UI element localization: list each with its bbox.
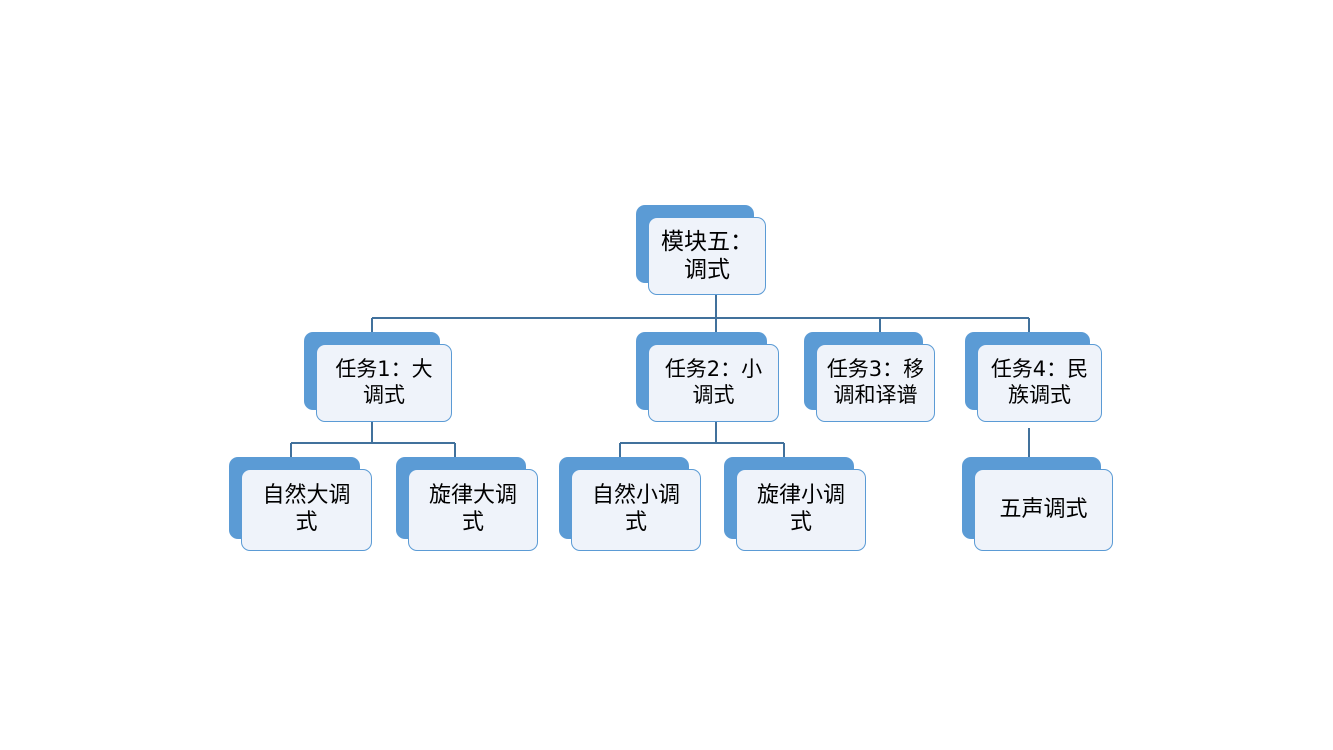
node-task4[interactable]: 任务4：民 族调式 xyxy=(965,332,1102,422)
node-leaf-natural-major[interactable]: 自然大调 式 xyxy=(229,457,372,551)
node-label: 任务3：移 调和译谱 xyxy=(826,357,925,407)
node-task2[interactable]: 任务2：小 调式 xyxy=(636,332,779,422)
node-card[interactable]: 旋律小调 式 xyxy=(736,469,866,551)
node-card[interactable]: 自然小调 式 xyxy=(571,469,701,551)
node-label: 模块五： 调式 xyxy=(661,228,753,283)
node-label: 自然小调 式 xyxy=(591,483,680,535)
node-card[interactable]: 任务2：小 调式 xyxy=(648,344,779,422)
node-leaf-natural-minor[interactable]: 自然小调 式 xyxy=(559,457,701,551)
node-card[interactable]: 模块五： 调式 xyxy=(648,217,766,295)
node-card[interactable]: 自然大调 式 xyxy=(241,469,372,551)
node-card[interactable]: 任务3：移 调和译谱 xyxy=(816,344,935,422)
node-card[interactable]: 任务4：民 族调式 xyxy=(977,344,1102,422)
node-label: 任务2：小 调式 xyxy=(664,357,763,407)
node-leaf-melodic-major[interactable]: 旋律大调 式 xyxy=(396,457,538,551)
node-label: 五声调式 xyxy=(999,496,1088,522)
node-label: 自然大调 式 xyxy=(262,483,351,535)
node-label: 任务4：民 族调式 xyxy=(990,357,1089,407)
node-card[interactable]: 旋律大调 式 xyxy=(408,469,538,551)
node-task1[interactable]: 任务1：大 调式 xyxy=(304,332,452,422)
node-label: 旋律大调 式 xyxy=(428,483,517,535)
node-root[interactable]: 模块五： 调式 xyxy=(636,205,766,295)
node-card[interactable]: 五声调式 xyxy=(974,469,1113,551)
node-label: 任务1：大 调式 xyxy=(335,357,433,407)
node-leaf-pentatonic[interactable]: 五声调式 xyxy=(962,457,1113,551)
node-leaf-melodic-minor[interactable]: 旋律小调 式 xyxy=(724,457,866,551)
node-label: 旋律小调 式 xyxy=(756,483,845,535)
node-task3[interactable]: 任务3：移 调和译谱 xyxy=(804,332,935,422)
node-card[interactable]: 任务1：大 调式 xyxy=(316,344,452,422)
